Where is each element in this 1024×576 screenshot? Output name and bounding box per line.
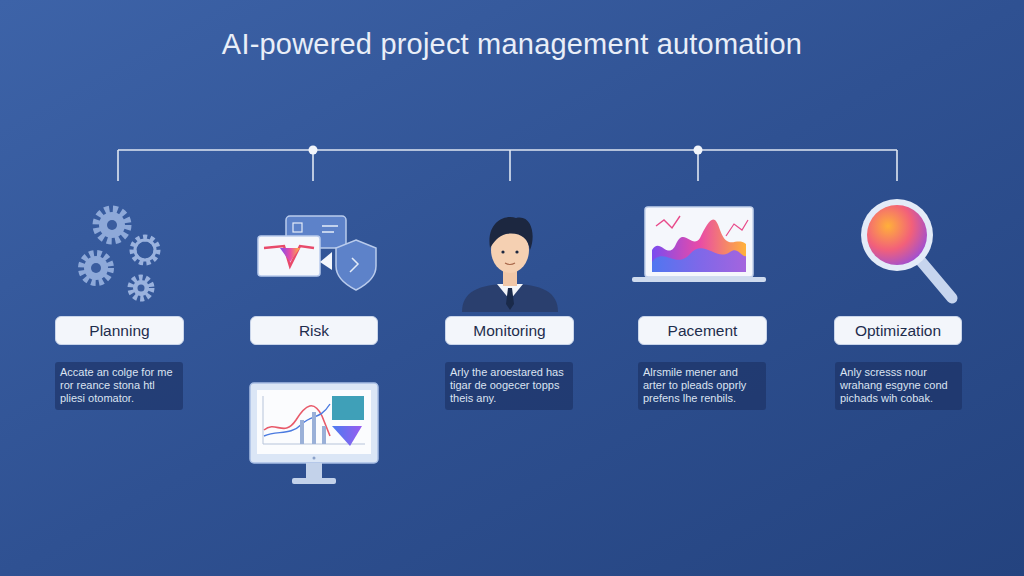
stage-label: Optimization [834, 316, 962, 345]
analytics-laptop-icon [632, 207, 766, 282]
node-text: Risk [299, 322, 329, 340]
stage-label: Pacement [638, 316, 767, 345]
stage-label: Risk [250, 316, 378, 345]
node-text: Planning [89, 322, 149, 340]
node-text: Optimization [855, 322, 941, 340]
person-icon [462, 217, 558, 312]
node-text: Anly scresss nour wrahang esgyne cond pi… [840, 366, 957, 405]
description-box: Accate an colge for me ror reance stona … [55, 362, 183, 410]
description-box: Alrsmile mener and arter to pleads opprl… [638, 362, 766, 410]
node-text: Arly the aroestared has tigar de oogecer… [450, 366, 568, 405]
description-box: Anly scresss nour wrahang esgyne cond pi… [835, 362, 962, 410]
node-text: Alrsmile mener and arter to pleads opprl… [643, 366, 761, 405]
magnifier-icon [861, 199, 952, 298]
node-text: Monitoring [473, 322, 545, 340]
description-box: Arly the aroestared has tigar de oogecer… [445, 362, 573, 410]
stage-label: Planning [55, 316, 184, 345]
diagram-title: AI-powered project management automation [0, 28, 1024, 61]
gears-icon [82, 210, 157, 298]
node-text: Pacement [668, 322, 738, 340]
node-text: Accate an colge for me ror reance stona … [60, 366, 178, 405]
junction-dot [309, 146, 318, 155]
risk-icon [258, 216, 376, 290]
bracket [118, 150, 897, 181]
junction-dot [694, 146, 703, 155]
monitor-icon [250, 383, 378, 484]
stage-label: Monitoring [445, 316, 574, 345]
